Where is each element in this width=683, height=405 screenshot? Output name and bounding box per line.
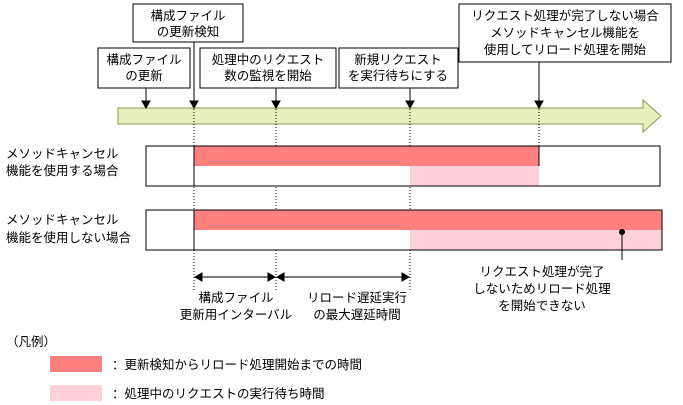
legend-title: （凡例）	[6, 334, 56, 349]
note-not-complete-line3: を開始できない	[498, 298, 586, 313]
callout-new-request-wait-box	[338, 47, 459, 89]
pointer-start-monitor-head	[271, 100, 281, 110]
callout-start-reload-line2: メソッドキャンセル機能を	[490, 25, 640, 40]
row-with-cancel-frame-outline	[145, 145, 661, 187]
row-without-cancel-label-line1: メソッドキャンセル	[6, 212, 119, 227]
callout-start-monitor-box	[199, 47, 337, 89]
legend-swatch-strong	[50, 356, 102, 372]
legend-item-request-wait: ：処理中のリクエストの実行待ち時間	[112, 386, 325, 401]
interval-update-arrow-left-head	[193, 272, 203, 282]
callout-config-update-box	[97, 47, 191, 89]
callout-new-request-wait-line2: を実行待ちにする	[348, 68, 448, 83]
legend-item-detect-to-reload: ：更新検知からリロード処理開始までの時間	[112, 357, 362, 372]
row-with-cancel-label-line2: 機能を使用する場合	[6, 163, 119, 178]
interval-update-arrow-right-head	[267, 272, 277, 282]
pointer-start-reload-head	[534, 100, 544, 110]
note-not-complete-line2: しないためリロード処理	[473, 281, 611, 296]
callout-start-reload-line3: 使用してリロード処理を開始	[484, 42, 647, 57]
callout-start-monitor-line1: 処理中のリクエスト	[212, 52, 325, 67]
callout-config-update-line1: 構成ファイル	[106, 52, 181, 67]
row-without-cancel-label-line2: 機能を使用しない場合	[6, 230, 132, 245]
pointer-update-detect-head	[189, 100, 199, 110]
pointer-new-request-wait-head	[405, 100, 415, 110]
timeline-arrow	[117, 98, 662, 134]
row-with-cancel-request-wait-bar	[410, 166, 539, 186]
interval-max-delay-arrow-right-head	[401, 272, 411, 282]
interval-max-delay-arrow-left-head	[275, 272, 285, 282]
row-with-cancel-label-line1: メソッドキャンセル	[6, 146, 119, 161]
interval-max-delay-label-line1: リロード遅延実行	[307, 290, 407, 305]
row-without-cancel-request-wait-bar	[410, 230, 662, 250]
callout-new-request-wait-line1: 新規リクエスト	[354, 52, 442, 67]
callout-start-monitor-line2: 数の監視を開始	[224, 68, 312, 83]
callout-update-detect-line1: 構成ファイル	[150, 8, 225, 23]
row-without-cancel-detect-to-reload-bar	[194, 210, 662, 230]
interval-max-delay-label-line2: の最大遅延時間	[313, 307, 401, 322]
pointer-config-update-head	[141, 100, 151, 110]
callout-update-detect-box	[132, 3, 244, 43]
legend-swatch-light	[50, 385, 102, 401]
callout-start-reload-box	[458, 3, 672, 63]
callout-start-reload-line1: リクエスト処理が完了しない場合	[471, 8, 659, 23]
note-not-complete-line1: リクエスト処理が完了	[479, 264, 604, 279]
interval-update-label-line1: 構成ファイル	[198, 290, 273, 305]
callout-update-detect-line2: の更新検知	[157, 24, 220, 39]
interval-update-label-line2: 更新用インターバル	[180, 307, 292, 322]
row-without-cancel-frame-outline	[145, 209, 663, 251]
callout-config-update-line2: の更新	[125, 68, 163, 83]
row-with-cancel-detect-to-reload-bar	[194, 146, 539, 166]
